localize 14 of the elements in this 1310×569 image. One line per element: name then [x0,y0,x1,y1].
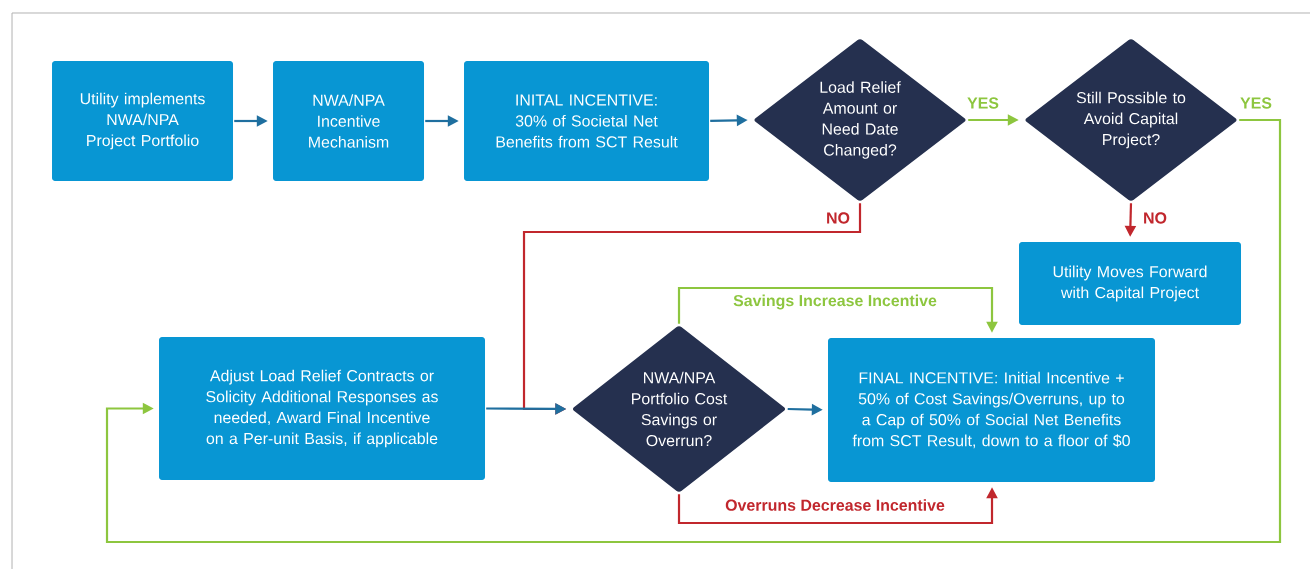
edge-label: YES [1238,95,1274,111]
process-box: Utility Moves Forward with Capital Project [1019,242,1241,325]
process-box: NWA/NPA Incentive Mechanism [273,61,424,181]
edge-label: NO [1141,210,1169,226]
edge-label: Savings Increase Incentive [731,293,939,311]
process-box: Utility implements NWA/NPA Project Portfolio [52,61,233,181]
edge-label: NO [824,210,852,226]
edge-label: YES [965,95,1001,111]
edge-label: Overruns Decrease Incentive [723,497,947,513]
arrow [522,203,862,415]
process-box: INITAL INCENTIVE: 30% of Societal Net Benefits from SCT Result [464,61,709,181]
process-box: FINAL INCENTIVE: Initial Incentive + 50% of Cost Savings/Overruns, up to a Cap of 50% of Social Net Benefits from SCT Result, down to a floor of $0 [828,338,1155,482]
arrow [105,118,1282,544]
process-box: Adjust Load Relief Contracts or Solicity Additional Responses as needed, Award Final Incentive on a Per-unit Basis, if applicable [159,337,485,480]
